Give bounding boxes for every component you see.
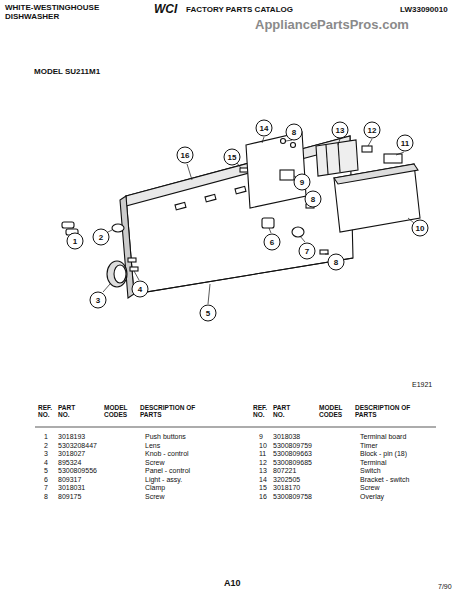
ref-number: 15 (259, 484, 267, 492)
screw (128, 258, 136, 262)
logo: WCI (154, 3, 177, 16)
part-description: Clamp (145, 484, 165, 492)
part-number: 809317 (58, 476, 81, 484)
date: 7/90 (438, 583, 452, 591)
part-description: Switch (360, 467, 381, 475)
ref-number: 10 (259, 442, 267, 450)
callout-number: 13 (332, 122, 349, 139)
part-number: 3018170 (273, 484, 300, 492)
callout-number: 3 (90, 292, 107, 309)
ref-number: 7 (44, 484, 48, 492)
ref-number: 3 (44, 450, 48, 458)
part-number: 5300809663 (273, 450, 312, 458)
callout-number: 16 (177, 147, 194, 164)
callout-number: 4 (132, 281, 149, 298)
callout-number: 6 (264, 234, 281, 251)
callout-number: 5 (200, 305, 217, 322)
ref-number: 4 (44, 459, 48, 467)
ref-number: 16 (259, 493, 267, 501)
timer (334, 164, 420, 232)
ref-number: 14 (259, 476, 267, 484)
part-description: Knob - control (145, 450, 189, 458)
ref-number: 6 (44, 476, 48, 484)
callout-number: 1 (67, 233, 84, 250)
part-number: 5300809758 (273, 493, 312, 501)
watermark: AppliancePartsPros.com (255, 18, 409, 32)
part-description: Timer (360, 442, 378, 450)
part-number: 3018193 (58, 433, 85, 441)
part-number: 809175 (58, 493, 81, 501)
part-number: 5300809556 (58, 467, 97, 475)
push-button (62, 222, 74, 228)
callout-number: 8 (286, 124, 303, 141)
table-header: REF. NO. (38, 405, 58, 419)
ref-number: 9 (259, 433, 263, 441)
callout-number: 7 (299, 243, 316, 260)
part-description: Lens (145, 442, 160, 450)
part-description: Screw (145, 493, 164, 501)
leader-lines (35, 137, 436, 427)
table-header: MODEL CODES (104, 405, 130, 419)
table-header: DESCRIPTION OF PARTS (140, 405, 202, 419)
part-number: 3018038 (273, 433, 300, 441)
part-number: 3202505 (273, 476, 300, 484)
knob (107, 261, 127, 287)
clamp (292, 227, 304, 237)
switch-bracket (246, 132, 306, 208)
callout-number: 8 (328, 254, 345, 271)
ref-number: 2 (44, 442, 48, 450)
catalog-title: FACTORY PARTS CATALOG (186, 6, 293, 15)
pin-block (384, 154, 402, 163)
table-header: PART NO. (58, 405, 86, 419)
part-description: Push buttons (145, 433, 186, 441)
ref-number: 5 (44, 467, 48, 475)
terminal-board (280, 170, 294, 180)
ref-number: 13 (259, 467, 267, 475)
part-description: Screw (360, 484, 379, 492)
table-header: REF. NO. (253, 405, 273, 419)
lens (112, 224, 124, 232)
part-description: Panel - control (145, 467, 190, 475)
part-number: 807221 (273, 467, 296, 475)
ref-number: 1 (44, 433, 48, 441)
part-description: Screw (145, 459, 164, 467)
callout-number: 15 (224, 149, 241, 166)
part-number: 3018027 (58, 450, 85, 458)
callout-number: 10 (412, 220, 429, 237)
part-description: Overlay (360, 493, 384, 501)
callout-number: 9 (294, 174, 311, 191)
part-number: 5303208447 (58, 442, 97, 450)
brand-name: WHITE-WESTINGHOUSE (5, 4, 99, 13)
part-number: 5300809759 (273, 442, 312, 450)
figure-number: E1921 (412, 381, 432, 389)
part-description: Terminal (360, 459, 386, 467)
light-assy (262, 218, 274, 228)
part-description: Terminal board (360, 433, 406, 441)
catalog-number: LW33090010 (400, 6, 448, 15)
callout-number: 2 (93, 229, 110, 246)
part-description: Block - pin (18) (360, 450, 407, 458)
ref-number: 11 (259, 450, 266, 458)
callout-number: 11 (397, 135, 414, 152)
ref-number: 12 (259, 459, 267, 467)
terminal (362, 146, 372, 152)
callout-number: 12 (364, 122, 381, 139)
model-number: MODEL SU211M1 (34, 68, 100, 77)
ref-number: 8 (44, 493, 48, 501)
page-number: A10 (224, 579, 241, 589)
table-header: DESCRIPTION OF PARTS (355, 405, 417, 419)
switch (316, 140, 358, 176)
part-number: 895324 (58, 459, 81, 467)
table-header: PART NO. (273, 405, 301, 419)
part-number: 5300809685 (273, 459, 312, 467)
part-number: 3018031 (58, 484, 85, 492)
callout-number: 14 (256, 120, 273, 137)
callout-number: 8 (305, 191, 322, 208)
part-description: Bracket - switch (360, 476, 409, 484)
appliance-type: DISHWASHER (5, 13, 59, 22)
part-description: Light - assy. (145, 476, 182, 484)
table-header: MODEL CODES (319, 405, 345, 419)
